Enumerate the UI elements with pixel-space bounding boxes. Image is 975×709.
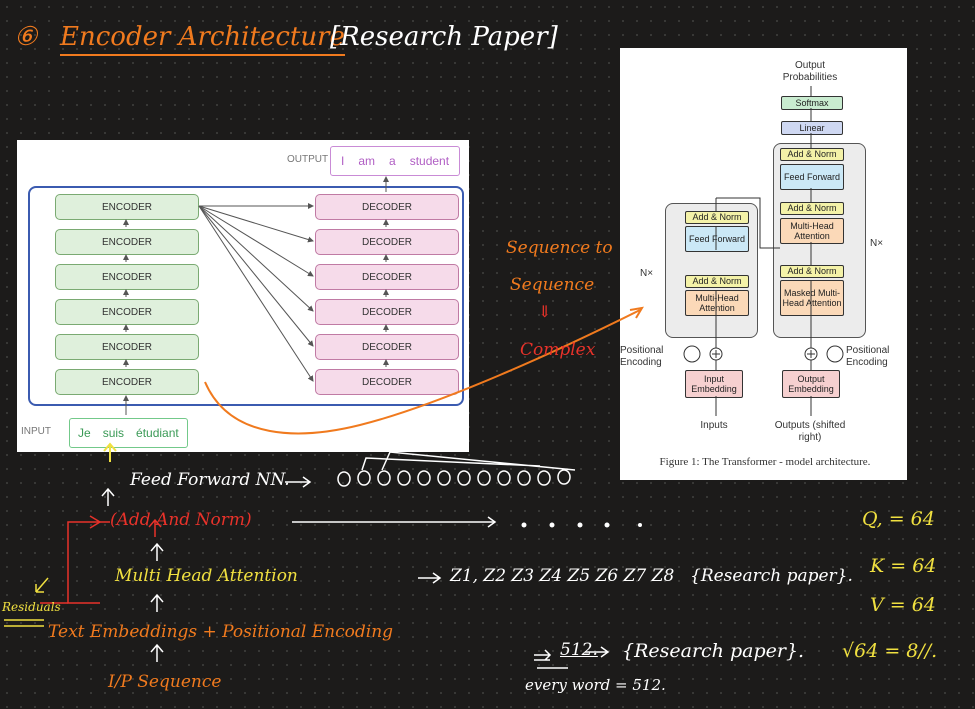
output-tokens: I am a student xyxy=(330,146,461,176)
decoder-block: DECODER xyxy=(315,194,459,220)
section-subtitle: [Research Paper] xyxy=(330,22,558,52)
stack-arrows xyxy=(123,176,389,415)
output-embedding: Output Embedding xyxy=(782,370,840,398)
note-seq2seq-1: Sequence to xyxy=(506,238,613,258)
encoder-block: ENCODER xyxy=(55,369,199,395)
encoder-positional-encoding: Positional Encoding xyxy=(620,345,664,368)
outputs-label: Outputs (shifted right) xyxy=(774,420,846,443)
input-tokens: Je suis étudiant xyxy=(69,418,188,448)
linear-block: Linear xyxy=(781,121,843,135)
section-number: ⑥ xyxy=(14,22,38,52)
input-embedding: Input Embedding xyxy=(685,370,743,398)
encoder-nx: N× xyxy=(640,268,654,279)
note-every-word: every word = 512. xyxy=(525,676,666,694)
decoder-add-norm: Add & Norm xyxy=(780,148,844,161)
section-title: Encoder Architecture xyxy=(60,22,345,56)
encoder-feed-forward: Feed Forward xyxy=(685,226,749,252)
decoder-block: DECODER xyxy=(315,264,459,290)
decoder-positional-encoding: Positional Encoding xyxy=(846,345,890,368)
note-seq2seq-2: Sequence xyxy=(510,275,595,295)
decoder-add-norm: Add & Norm xyxy=(780,202,844,215)
decoder-add-norm: Add & Norm xyxy=(780,265,844,278)
note-z-list: Z1, Z2 Z3 Z4 Z5 Z6 Z7 Z8 xyxy=(450,566,675,586)
note-ip-sequence: I/P Sequence xyxy=(108,672,222,692)
input-token: Je xyxy=(78,426,91,440)
decoder-multi-head-attention: Multi-Head Attention xyxy=(780,218,844,244)
decoder-nx: N× xyxy=(870,238,884,249)
note-research-paper-1: {Research paper}. xyxy=(690,566,853,586)
note-multi-head: Multi Head Attention xyxy=(115,566,298,586)
encoder-block: ENCODER xyxy=(55,299,199,325)
input-token: suis xyxy=(102,426,125,440)
note-text-emb: Text Embeddings + Positional Encoding xyxy=(48,622,394,642)
output-token: am xyxy=(358,154,376,168)
note-k: K = 64 xyxy=(870,555,937,577)
input-label: INPUT xyxy=(21,426,51,437)
encoder-add-norm: Add & Norm xyxy=(685,275,749,288)
encoder-add-norm: Add & Norm xyxy=(685,211,749,224)
note-v: V = 64 xyxy=(870,594,936,616)
note-residuals: Residuals xyxy=(2,600,61,614)
decoder-feed-forward: Feed Forward xyxy=(780,164,844,190)
stack-figure: OUTPUT I am a student ENCODER ENCODER EN… xyxy=(17,140,469,452)
input-token: étudiant xyxy=(136,426,179,440)
decoder-block: DECODER xyxy=(315,229,459,255)
note-seq2seq-4: Complex xyxy=(520,340,596,360)
figure-caption: Figure 1: The Transformer - model archit… xyxy=(659,456,871,468)
note-research-paper-2: {Research paper}. xyxy=(622,640,805,662)
note-sqrt: √64 = 8//. xyxy=(842,640,938,662)
output-label: OUTPUT xyxy=(287,154,329,165)
encoder-multi-head-attention: Multi-Head Attention xyxy=(685,290,749,316)
output-token: I xyxy=(341,154,345,168)
note-seq2seq-3: ⇓ xyxy=(538,302,552,321)
note-512: 512. xyxy=(560,640,598,660)
note-q: Q, = 64 xyxy=(862,508,935,530)
inputs-label: Inputs xyxy=(700,420,728,431)
output-token: a xyxy=(389,154,396,168)
output-probabilities: Output Probabilities xyxy=(782,60,838,83)
encoder-block: ENCODER xyxy=(55,229,199,255)
transformer-connectors xyxy=(683,86,844,416)
output-token: student xyxy=(409,154,450,168)
masked-multi-head-attention: Masked Multi-Head Attention xyxy=(780,280,844,316)
softmax-block: Softmax xyxy=(781,96,843,110)
note-feed-forward: Feed Forward NN. xyxy=(130,470,290,490)
note-add-norm: (Add And Norm) xyxy=(110,510,252,530)
transformer-figure: Output Probabilities Softmax Linear Add … xyxy=(620,48,907,480)
